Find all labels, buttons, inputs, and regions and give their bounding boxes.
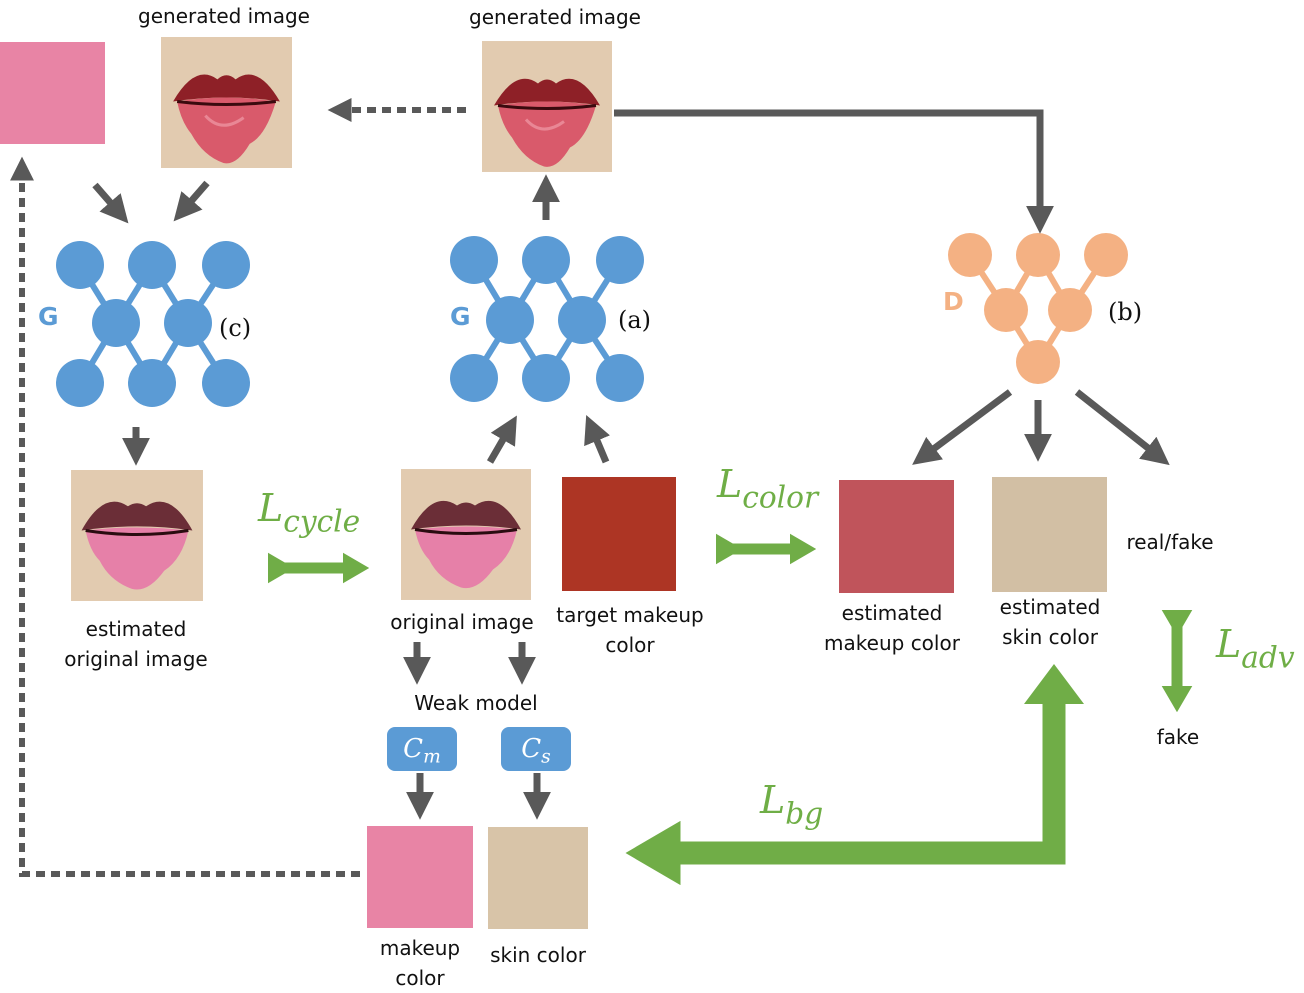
label-target-makeup-color: target makeup color xyxy=(556,603,704,657)
network-tag-a: (a) xyxy=(618,306,652,334)
arrow-target-to-ga xyxy=(584,414,610,464)
generator-letter-a: G xyxy=(450,302,471,331)
loss-label-bg: Lbg xyxy=(760,778,824,831)
arrow-d-to-est-makeup xyxy=(912,389,1013,465)
generator-network-a xyxy=(450,236,644,402)
network-tag-b: (b) xyxy=(1108,298,1143,326)
discriminator-network-b xyxy=(948,233,1128,384)
swatch-estimated-skin xyxy=(992,477,1107,592)
label-generated-image-center: generated image xyxy=(469,5,641,29)
swatch-estimated-makeup xyxy=(839,480,954,593)
loss-arrow-bg-head-up xyxy=(1024,664,1084,704)
arrow-d-to-realfake xyxy=(1074,389,1170,466)
swatch-makeup-topleft xyxy=(0,42,105,144)
loss-arrow-bg xyxy=(625,700,1066,886)
swatch-makeup-color xyxy=(367,826,473,928)
generator-letter-c: G xyxy=(38,302,59,331)
arrow-generated-to-d xyxy=(614,109,1054,234)
label-real-fake: real/fake xyxy=(1126,530,1214,554)
network-tag-c: (c) xyxy=(219,314,252,342)
generated-image-left xyxy=(161,37,292,168)
loss-label-color: Lcolor xyxy=(717,462,819,515)
label-estimated-makeup-color: estimated makeup color xyxy=(824,601,960,655)
arrow-genimg-to-gc-1 xyxy=(92,182,129,224)
label-estimated-skin-color: estimated skin color xyxy=(999,595,1101,649)
label-skin-color: skin color xyxy=(490,943,586,967)
arrow-genimg-to-gc-2 xyxy=(173,180,210,222)
label-fake: fake xyxy=(1156,725,1200,749)
arrow-original-to-ga xyxy=(486,415,517,464)
original-image xyxy=(401,469,531,600)
generated-image-center xyxy=(482,41,612,172)
weak-output-cm: Cm xyxy=(387,727,457,771)
estimated-original-image xyxy=(71,470,203,601)
swatch-target-makeup xyxy=(562,477,676,591)
label-makeup-color: makeup color xyxy=(379,936,461,990)
dotted-arrow-makeup-to-swatch xyxy=(9,156,360,877)
loss-label-adv: Ladv xyxy=(1216,622,1295,675)
swatch-skin-color xyxy=(488,827,588,929)
label-original-image: original image xyxy=(390,610,534,634)
label-weak-model: Weak model xyxy=(414,691,538,715)
label-estimated-original-image: estimated original image xyxy=(64,617,208,671)
weak-output-cs: Cs xyxy=(501,727,571,771)
loss-label-cycle: Lcycle xyxy=(258,486,361,539)
label-generated-image-left: generated image xyxy=(138,4,310,28)
generator-network-c xyxy=(56,241,250,407)
discriminator-letter: D xyxy=(943,287,964,316)
